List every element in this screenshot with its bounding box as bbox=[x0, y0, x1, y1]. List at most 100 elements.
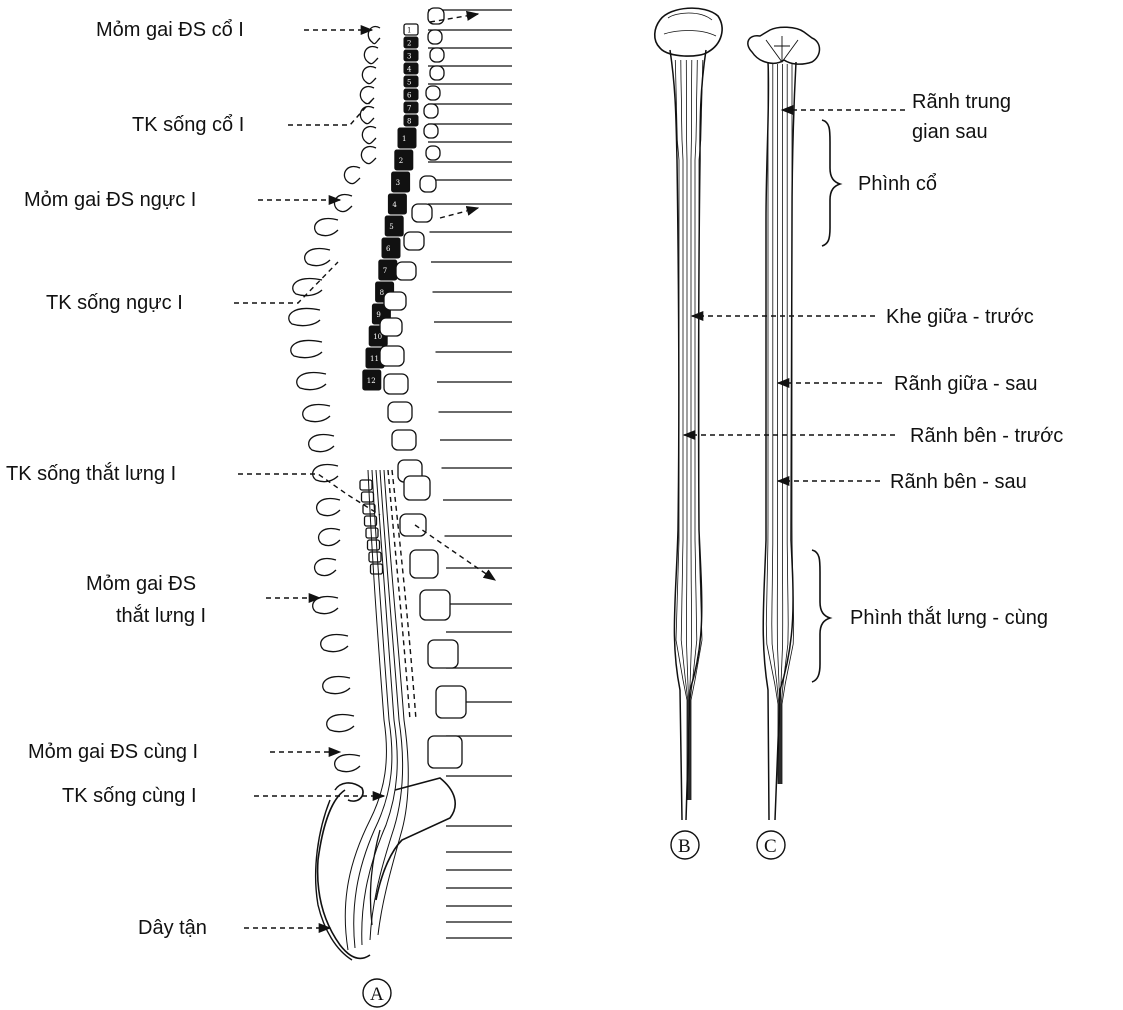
lumbar-segment bbox=[362, 492, 374, 502]
label-lumbar-spinous-line2: thắt lưng I bbox=[116, 604, 206, 627]
vertebral-body-number: 2 bbox=[407, 40, 411, 48]
label-cervical-nerve: TK sống cổ I bbox=[132, 114, 244, 136]
spinous-process bbox=[335, 755, 360, 772]
vertebral-body-number: 6 bbox=[407, 92, 412, 100]
vertebral-body-number: 7 bbox=[383, 267, 387, 275]
label-sacral-spinous: Mỏm gai ĐS cùng I bbox=[28, 741, 198, 763]
label-filum-terminale: Dây tận bbox=[138, 917, 207, 939]
spinous-process bbox=[321, 635, 348, 652]
ganglion bbox=[436, 686, 466, 718]
spinous-process bbox=[344, 167, 360, 184]
label-lumbar-nerve: TK sống thắt lưng I bbox=[6, 462, 176, 485]
lumbosacral-enlargement-brace bbox=[812, 550, 830, 682]
ganglion bbox=[424, 104, 438, 118]
vertebral-body-number: 12 bbox=[367, 377, 376, 385]
label-posterior-median-sulcus: Rãnh giữa - sau bbox=[894, 373, 1037, 395]
ganglion bbox=[404, 232, 424, 250]
vertebral-body-number: 4 bbox=[392, 201, 397, 209]
panel-c-marker: C bbox=[764, 836, 777, 857]
vertebral-body bbox=[382, 238, 400, 258]
vertebral-body-number: 11 bbox=[370, 355, 379, 363]
ganglion bbox=[430, 48, 444, 62]
spinous-process bbox=[313, 465, 338, 482]
ganglion bbox=[388, 402, 412, 422]
vertebral-body bbox=[395, 150, 413, 170]
spinous-process bbox=[368, 27, 380, 44]
label-sacral-nerve: TK sống cùng I bbox=[62, 785, 197, 807]
sacrum-coccyx bbox=[316, 778, 456, 960]
spinous-process bbox=[305, 249, 330, 266]
vertebral-body bbox=[392, 172, 410, 192]
ganglion bbox=[400, 514, 426, 536]
vertebral-body-number: 5 bbox=[389, 223, 393, 231]
label-posterior-intermediate-2: gian sau bbox=[912, 121, 988, 143]
ganglion bbox=[420, 176, 436, 192]
label-lumbosacral-enlargement: Phình thắt lưng - cùng bbox=[850, 606, 1048, 629]
vertebral-body-number: 5 bbox=[407, 79, 411, 87]
nerve-roots bbox=[428, 10, 512, 938]
vertebral-body-number: 7 bbox=[407, 105, 411, 113]
vertebral-body bbox=[388, 194, 406, 214]
ganglion bbox=[384, 292, 406, 310]
label-cervical-enlargement: Phình cổ bbox=[858, 173, 937, 195]
vertebral-body bbox=[385, 216, 403, 236]
vertebral-body-number: 1 bbox=[407, 27, 411, 35]
spinous-process bbox=[291, 341, 322, 358]
vertebral-body-number: 9 bbox=[376, 311, 380, 319]
spinous-process bbox=[361, 147, 376, 164]
panel-c-strands bbox=[766, 64, 793, 784]
panel-a-marker: A bbox=[370, 984, 384, 1005]
vertebral-body bbox=[379, 260, 397, 280]
spinous-process bbox=[297, 373, 326, 390]
spinous-process bbox=[362, 127, 376, 144]
spinous-process bbox=[327, 715, 354, 732]
label-thoracic-nerve: TK sống ngực I bbox=[46, 292, 183, 314]
vertebral-body-number: 3 bbox=[407, 53, 411, 61]
vertebral-body-number: 6 bbox=[386, 245, 391, 253]
spinous-process bbox=[319, 529, 340, 546]
vertebral-body-number: 10 bbox=[373, 333, 382, 341]
ganglion bbox=[428, 640, 458, 668]
cauda-equina bbox=[345, 470, 416, 950]
spinous-process bbox=[309, 435, 334, 452]
spinous-process bbox=[334, 195, 352, 212]
vertebral-body-number: 2 bbox=[399, 157, 403, 165]
lumbar-segment bbox=[360, 480, 372, 490]
spinous-process bbox=[293, 279, 322, 296]
lumbar-segment bbox=[368, 540, 380, 550]
spinous-process bbox=[315, 559, 336, 576]
spinous-process bbox=[303, 405, 330, 422]
spinous-process bbox=[289, 309, 320, 326]
cord-strand bbox=[691, 60, 703, 800]
cord-strand bbox=[777, 64, 779, 784]
spinous-processes bbox=[289, 27, 380, 772]
ganglion bbox=[424, 124, 438, 138]
vertebral-body-number: 1 bbox=[402, 135, 406, 143]
ganglion bbox=[392, 430, 416, 450]
label-posterior-intermediate-1: Rãnh trung bbox=[912, 91, 1011, 113]
spinous-process bbox=[323, 677, 350, 694]
vertebral-body-number: 3 bbox=[396, 179, 400, 187]
ganglion bbox=[380, 346, 404, 366]
label-thoracic-spinous: Mỏm gai ĐS ngực I bbox=[24, 189, 196, 211]
ganglion bbox=[384, 374, 408, 394]
ganglion bbox=[426, 146, 440, 160]
panel-b-marker: B bbox=[678, 836, 691, 857]
label-lumbar-spinous-line1: Mỏm gai ĐS bbox=[86, 573, 196, 595]
vertebral-body-number: 4 bbox=[407, 66, 412, 74]
cord-strand bbox=[780, 64, 782, 784]
ganglion bbox=[426, 86, 440, 100]
ganglion bbox=[410, 550, 438, 578]
spinous-process bbox=[315, 219, 338, 236]
ganglion bbox=[412, 204, 432, 222]
spinous-process bbox=[313, 597, 338, 614]
ganglion bbox=[396, 262, 416, 280]
vertebral-body-number: 8 bbox=[380, 289, 384, 297]
ganglion bbox=[430, 66, 444, 80]
label-posterolateral-sulcus: Rãnh bên - sau bbox=[890, 471, 1027, 493]
ganglion bbox=[380, 318, 402, 336]
label-anterolateral-sulcus: Rãnh bên - trước bbox=[910, 425, 1063, 447]
spinous-process bbox=[364, 47, 378, 64]
